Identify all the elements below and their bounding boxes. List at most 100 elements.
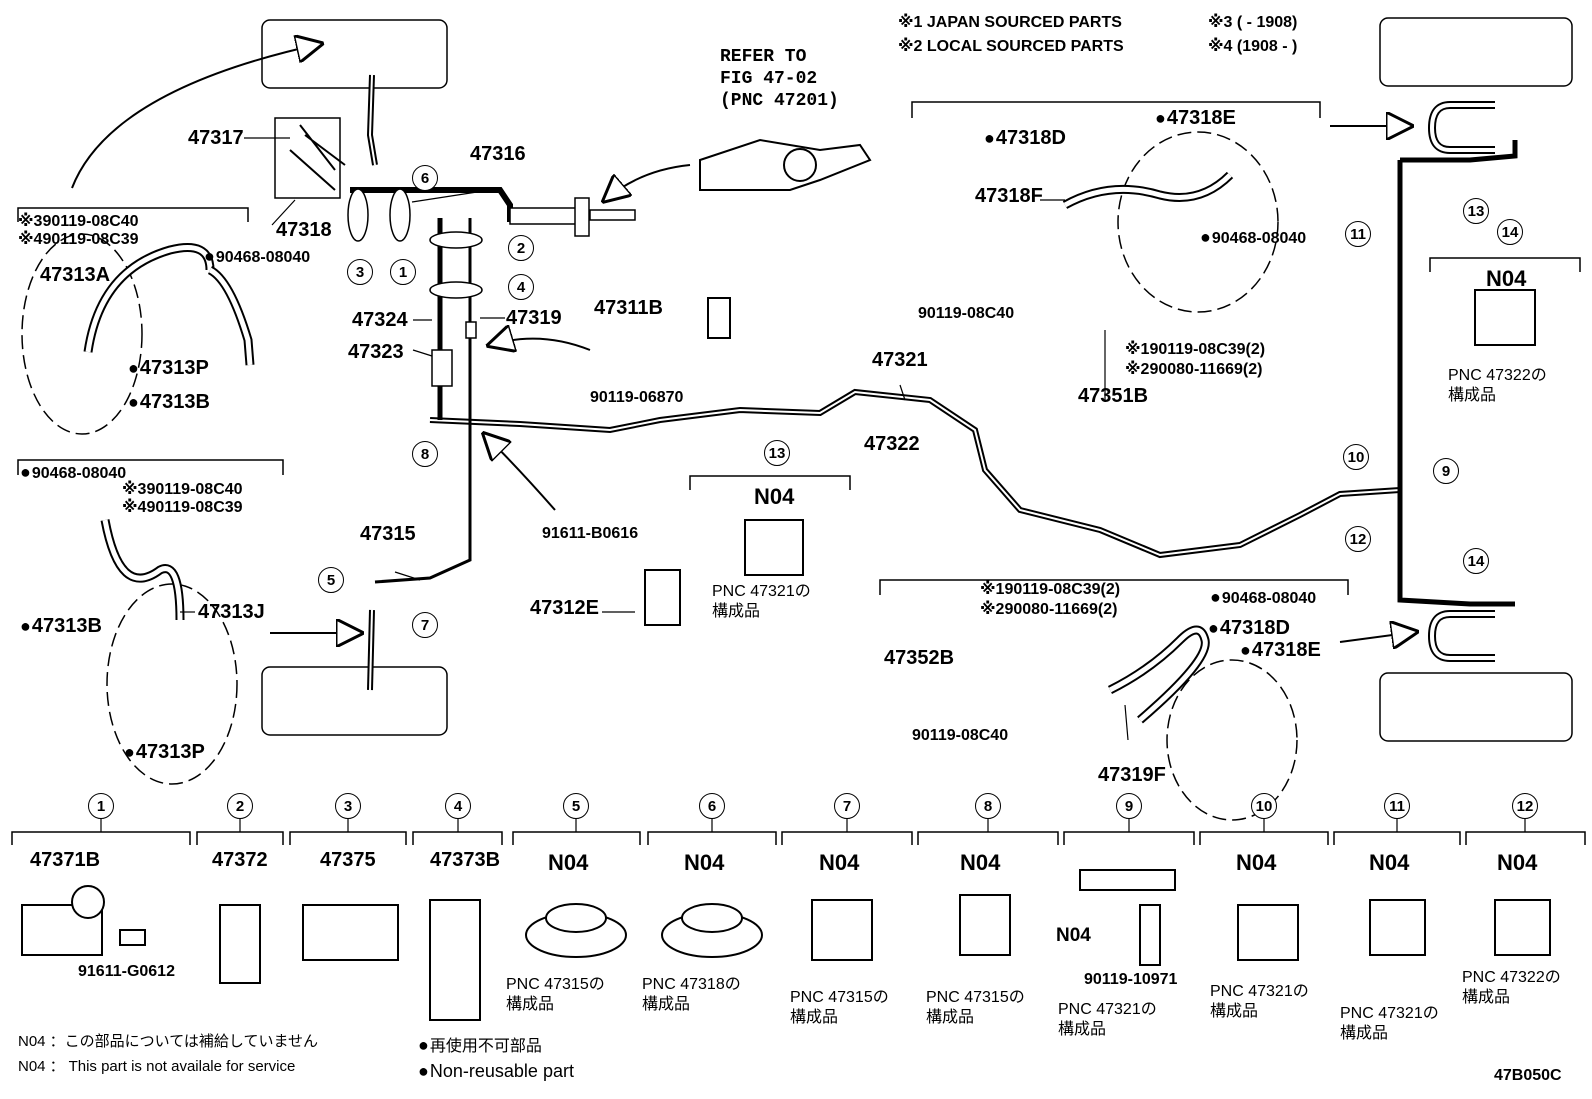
label-90119-08C40-mid[interactable]: 90119-08C40 xyxy=(918,305,1015,322)
box-part-10[interactable]: N04 xyxy=(1236,850,1277,875)
label-2-90080-11669-bottom[interactable]: ※290080-11669(2) xyxy=(980,601,1118,618)
box-part-11[interactable]: N04 xyxy=(1369,850,1410,875)
box-callout-12[interactable]: 12 xyxy=(1512,793,1538,819)
label-4-90119-08C39-top[interactable]: ※490119-08C39 xyxy=(18,231,139,248)
label-90468-08040-a[interactable]: 90468-08040 xyxy=(204,247,310,266)
callout-14b[interactable]: 14 xyxy=(1463,548,1489,574)
label-90119-06870[interactable]: 90119-06870 xyxy=(590,389,684,406)
refer-line1: REFER TO xyxy=(720,47,807,67)
callout-12[interactable]: 12 xyxy=(1345,526,1371,552)
callout-1[interactable]: 1 xyxy=(390,259,416,285)
label-90468-08040-b[interactable]: 90468-08040 xyxy=(1200,228,1306,247)
box-callout-7[interactable]: 7 xyxy=(834,793,860,819)
label-47318D-top[interactable]: 47318D xyxy=(984,128,1066,148)
pnc-47321-note-13: PNC 47321の 構成品 xyxy=(712,583,811,620)
box-callout-11[interactable]: 11 xyxy=(1384,793,1410,819)
label-47313B-top[interactable]: 47313B xyxy=(128,392,210,412)
box-part-7[interactable]: N04 xyxy=(819,850,860,875)
label-47318F[interactable]: 47318F xyxy=(975,185,1043,207)
label-47313P-bottom[interactable]: 47313P xyxy=(124,742,205,762)
box-note-5: PNC 47315の 構成品 xyxy=(506,976,605,1013)
box-callout-3[interactable]: 3 xyxy=(335,793,361,819)
label-47319[interactable]: 47319 xyxy=(506,307,562,329)
box-callout-1[interactable]: 1 xyxy=(88,793,114,819)
label-47351B[interactable]: 47351B xyxy=(1078,385,1149,407)
box-note-10: PNC 47321の 構成品 xyxy=(1210,983,1309,1020)
placeholder-box-bottom-right xyxy=(1379,672,1573,742)
box-sub-1[interactable]: 91611-G0612 xyxy=(78,963,175,980)
box-part-9[interactable]: N04 xyxy=(1056,925,1091,946)
label-4-90119-08C39-bottom[interactable]: ※490119-08C39 xyxy=(122,499,243,516)
callout-13a[interactable]: 13 xyxy=(764,440,790,466)
label-47313A[interactable]: 47313A xyxy=(40,264,111,286)
label-47322[interactable]: 47322 xyxy=(864,433,920,455)
label-90468-08040-d[interactable]: 90468-08040 xyxy=(1210,588,1316,607)
label-1-90119-08C39-mid[interactable]: ※190119-08C39(2) xyxy=(1125,341,1266,358)
label-47323[interactable]: 47323 xyxy=(348,341,404,363)
placeholder-box-top-right xyxy=(1379,17,1573,87)
u-pipe-bottom xyxy=(1427,610,1495,662)
callout-8[interactable]: 8 xyxy=(412,441,438,467)
box-part-8[interactable]: N04 xyxy=(960,850,1001,875)
callout-14a[interactable]: 14 xyxy=(1497,219,1523,245)
label-47318E-bottom[interactable]: 47318E xyxy=(1240,640,1321,660)
label-3-90119-08C40-bottom[interactable]: ※390119-08C40 xyxy=(122,481,243,498)
callout-4[interactable]: 4 xyxy=(508,274,534,300)
label-2-90080-11669-mid[interactable]: ※290080-11669(2) xyxy=(1125,361,1263,378)
box-callout-6[interactable]: 6 xyxy=(699,793,725,819)
box-part-1[interactable]: 47371B xyxy=(30,849,101,871)
label-47319F[interactable]: 47319F xyxy=(1098,764,1166,786)
box-part-2[interactable]: 47372 xyxy=(212,849,268,871)
callout-13b[interactable]: 13 xyxy=(1463,198,1489,224)
label-47312E[interactable]: 47312E xyxy=(530,597,599,619)
label-90119-08C40-bottom[interactable]: 90119-08C40 xyxy=(912,727,1009,744)
refer-line2: FIG 47-02 xyxy=(720,69,818,89)
n04-block-14: N04 xyxy=(1486,266,1527,291)
box-part-5[interactable]: N04 xyxy=(548,850,589,875)
box-callout-4[interactable]: 4 xyxy=(445,793,471,819)
brake-line-left-2 xyxy=(374,218,472,584)
label-1-90119-08C39-bottom[interactable]: ※190119-08C39(2) xyxy=(980,581,1121,598)
label-47313B-bottom[interactable]: 47313B xyxy=(20,616,102,636)
legend-note2: ※2 LOCAL SOURCED PARTS xyxy=(898,38,1124,55)
label-90468-08040-c[interactable]: 90468-08040 xyxy=(20,463,126,482)
footer-n04-en: N04 ： This part is not availale for serv… xyxy=(18,1058,296,1075)
label-47315[interactable]: 47315 xyxy=(360,523,416,545)
label-47318E-top[interactable]: 47318E xyxy=(1155,108,1236,128)
label-47352B[interactable]: 47352B xyxy=(884,647,955,669)
label-47313J[interactable]: 47313J xyxy=(198,601,265,623)
label-47316[interactable]: 47316 xyxy=(470,143,526,165)
u-pipe-top xyxy=(1427,101,1495,154)
box-callout-5[interactable]: 5 xyxy=(563,793,589,819)
box-part-12[interactable]: N04 xyxy=(1497,850,1538,875)
callout-5[interactable]: 5 xyxy=(318,567,344,593)
box-callout-9[interactable]: 9 xyxy=(1116,793,1142,819)
box-part-3[interactable]: 47375 xyxy=(320,849,376,871)
callout-3[interactable]: 3 xyxy=(347,259,373,285)
box-note-8: PNC 47315の 構成品 xyxy=(926,989,1025,1026)
callout-6[interactable]: 6 xyxy=(412,165,438,191)
callout-7[interactable]: 7 xyxy=(412,612,438,638)
callout-10[interactable]: 10 xyxy=(1343,444,1369,470)
label-3-90119-08C40-top[interactable]: ※390119-08C40 xyxy=(18,213,139,230)
label-91611-B0616[interactable]: 91611-B0616 xyxy=(542,525,639,542)
box-callout-10[interactable]: 10 xyxy=(1251,793,1277,819)
label-47313P-top[interactable]: 47313P xyxy=(128,358,209,378)
label-47317[interactable]: 47317 xyxy=(188,127,244,149)
label-47324[interactable]: 47324 xyxy=(352,309,408,331)
label-47321[interactable]: 47321 xyxy=(872,349,928,371)
box-note-12: PNC 47322の 構成品 xyxy=(1462,969,1561,1006)
callout-9[interactable]: 9 xyxy=(1433,458,1459,484)
box-part-6[interactable]: N04 xyxy=(684,850,725,875)
callout-11[interactable]: 11 xyxy=(1345,221,1371,247)
box-part-4[interactable]: 47373B xyxy=(430,849,501,871)
label-47311B[interactable]: 47311B xyxy=(594,297,663,319)
box-note-7: PNC 47315の 構成品 xyxy=(790,989,889,1026)
callout-2[interactable]: 2 xyxy=(508,235,534,261)
box-sub-9[interactable]: 90119-10971 xyxy=(1084,971,1178,988)
label-47318D-bottom[interactable]: 47318D xyxy=(1208,618,1290,638)
box-callout-8[interactable]: 8 xyxy=(975,793,1001,819)
label-47318[interactable]: 47318 xyxy=(276,219,332,241)
box-callout-2[interactable]: 2 xyxy=(227,793,253,819)
